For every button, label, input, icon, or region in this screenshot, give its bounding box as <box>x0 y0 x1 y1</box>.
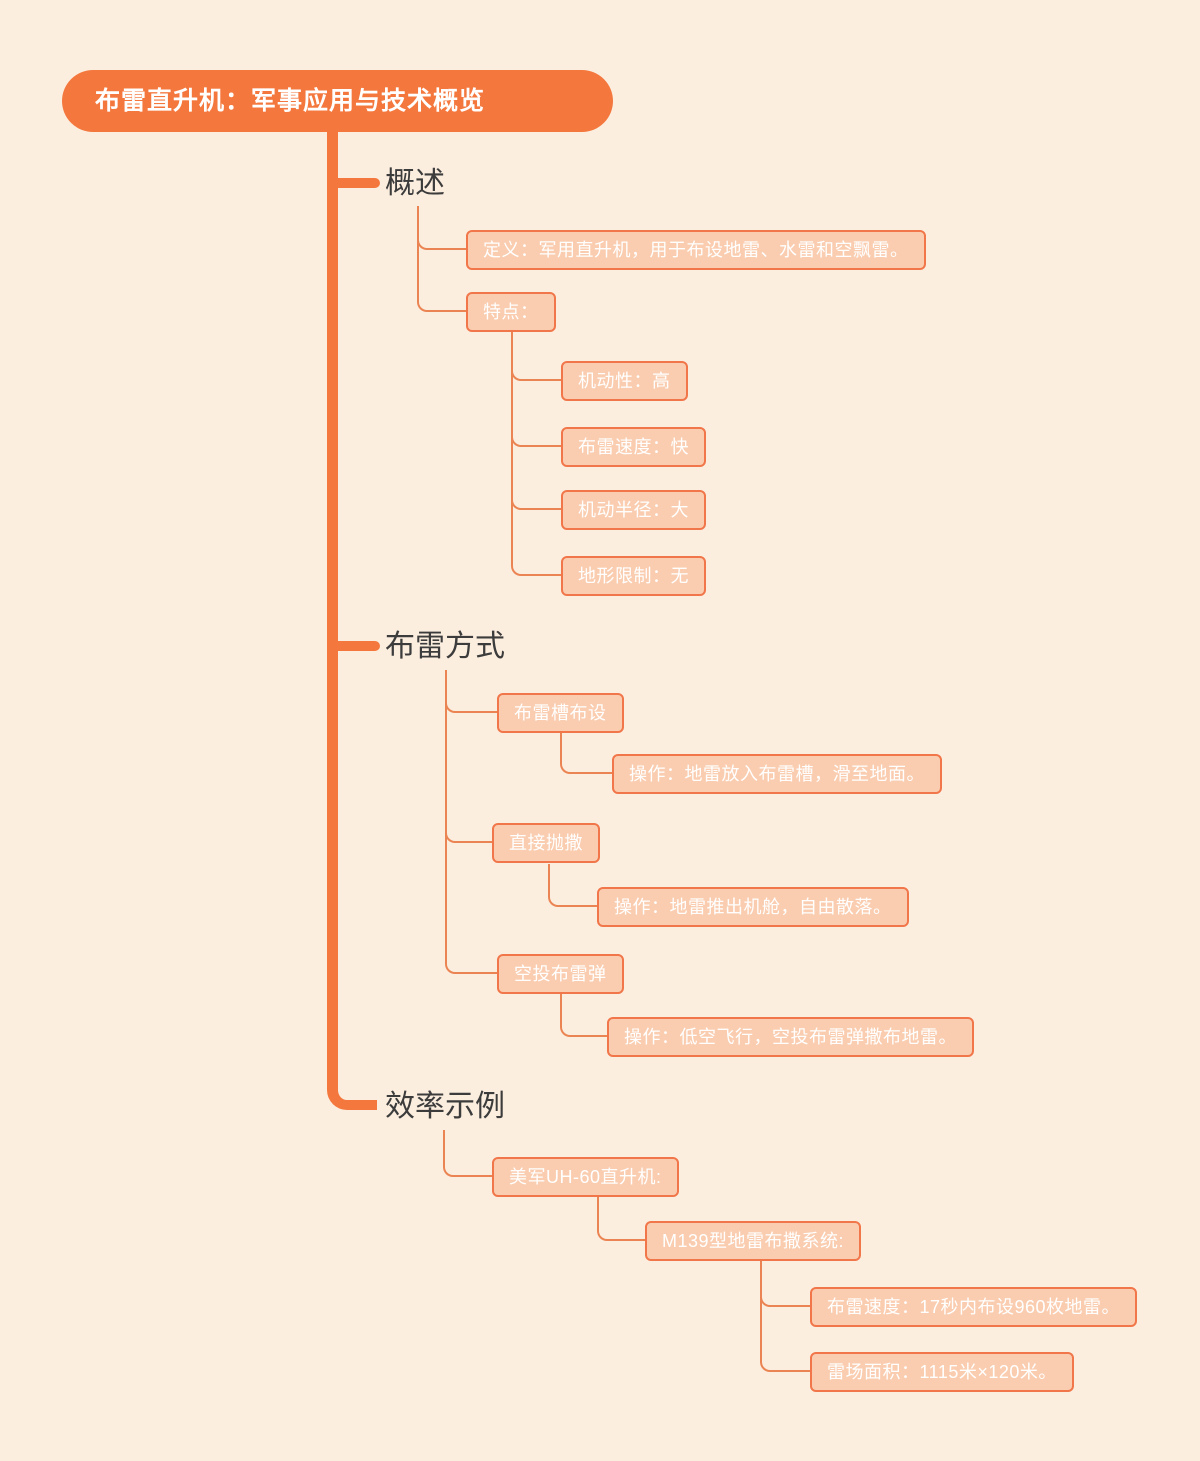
connector <box>760 1261 810 1372</box>
branch-stub-overview <box>332 178 380 188</box>
connector <box>560 732 612 774</box>
connector <box>511 332 561 576</box>
node-method-airdrop-operation[interactable]: 操作：低空飞行，空投布雷弹撒布地雷。 <box>607 1017 974 1057</box>
connector <box>417 206 466 312</box>
node-definition[interactable]: 定义：军用直升机，用于布设地雷、水雷和空飘雷。 <box>466 230 926 270</box>
node-features-header[interactable]: 特点： <box>466 292 556 332</box>
node-feature-radius[interactable]: 机动半径：大 <box>561 490 706 530</box>
node-method-chute-operation[interactable]: 操作：地雷放入布雷槽，滑至地面。 <box>612 754 942 794</box>
branch-label-methods[interactable]: 布雷方式 <box>385 630 505 663</box>
node-system[interactable]: M139型地雷布撒系统: <box>645 1221 862 1261</box>
branch-label-overview[interactable]: 概述 <box>385 167 445 200</box>
node-feature-speed[interactable]: 布雷速度：快 <box>561 427 706 467</box>
connector <box>597 1197 645 1241</box>
node-method-scatter[interactable]: 直接抛撒 <box>492 823 600 863</box>
node-method-airdrop[interactable]: 空投布雷弹 <box>497 954 624 994</box>
connector <box>560 994 607 1037</box>
branch-label-efficiency[interactable]: 效率示例 <box>385 1090 505 1123</box>
connector <box>548 864 597 907</box>
node-method-chute[interactable]: 布雷槽布设 <box>497 693 624 733</box>
node-stat-area[interactable]: 雷场面积：1115米×120米。 <box>810 1352 1074 1392</box>
node-helicopter[interactable]: 美军UH-60直升机: <box>492 1157 679 1197</box>
connector <box>443 1130 492 1177</box>
node-feature-mobility[interactable]: 机动性：高 <box>561 361 688 401</box>
connector <box>445 670 497 974</box>
root-node[interactable]: 布雷直升机：军事应用与技术概览 <box>62 70 613 132</box>
node-stat-speed[interactable]: 布雷速度：17秒内布设960枚地雷。 <box>810 1287 1138 1327</box>
node-feature-terrain[interactable]: 地形限制：无 <box>561 556 706 596</box>
node-method-scatter-operation[interactable]: 操作：地雷推出机舱，自由散落。 <box>597 887 909 927</box>
trunk-line <box>327 130 377 1110</box>
branch-stub-methods <box>332 641 380 651</box>
